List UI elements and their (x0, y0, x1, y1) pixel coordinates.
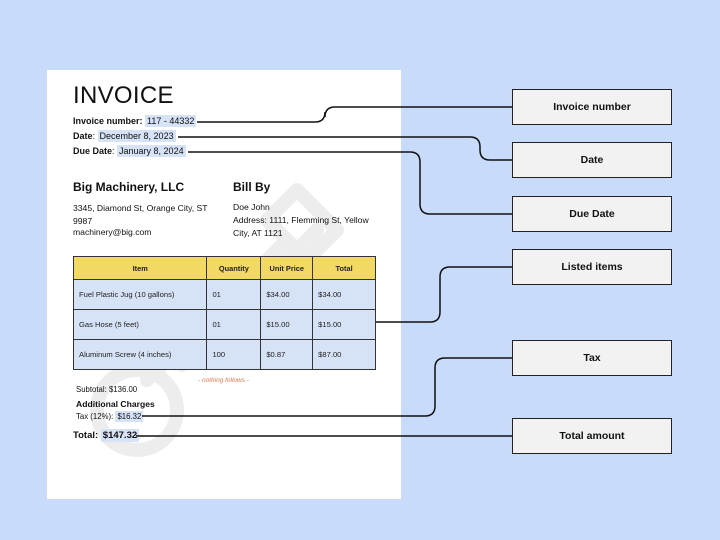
total-value: $147.32 (100, 429, 140, 442)
tax-label: Tax (12%): (76, 412, 114, 421)
due-date-row: Due Date: January 8, 2024 (73, 145, 186, 157)
cell-unit-price: $0.87 (260, 339, 314, 370)
bill-by-address: Address: 1111, Flemming St, Yellow City,… (233, 215, 369, 238)
date-label: Date (73, 131, 93, 141)
invoice-number-row: Invoice number: 117 - 44332 (73, 115, 197, 127)
callout-due-date: Due Date (512, 196, 672, 232)
table-row: Aluminum Screw (4 inches) 100 $0.87 $87.… (72, 339, 376, 370)
seller-email: machinery@big.com (73, 227, 152, 237)
due-date-value: January 8, 2024 (117, 145, 186, 157)
cell-item: Gas Hose (5 feet) (72, 309, 208, 340)
date-row: Date: December 8, 2023 (73, 130, 176, 142)
callout-date: Date (512, 142, 672, 178)
cell-total: $34.00 (312, 279, 376, 310)
invoice-number-label: Invoice number: (73, 116, 143, 126)
column-header-item: Item (72, 256, 208, 280)
column-header-unit-price: Unit Price (260, 256, 314, 280)
additional-charges-heading: Additional Charges (76, 399, 155, 409)
cell-item: Fuel Plastic Jug (10 gallons) (72, 279, 208, 310)
tax-value: $16.32 (115, 411, 144, 422)
due-date-label: Due Date (73, 146, 113, 156)
bill-by-title: Bill By (233, 180, 271, 194)
invoice-title: INVOICE (73, 82, 174, 109)
column-header-total: Total (312, 256, 376, 280)
seller-name: Big Machinery, LLC (73, 180, 185, 194)
subtotal: Subtotal: $136.00 (76, 385, 138, 394)
cell-quantity: 100 (206, 339, 262, 370)
cell-unit-price: $34.00 (260, 279, 314, 310)
date-value: December 8, 2023 (97, 130, 176, 142)
cell-quantity: 01 (206, 309, 262, 340)
invoice-document: INVOICE Invoice number: 117 - 44332 Date… (47, 70, 401, 499)
cell-total: $87.00 (312, 339, 376, 370)
callout-listed-items: Listed items (512, 249, 672, 285)
total-row: Total: $147.32 (73, 429, 140, 442)
cell-item: Aluminum Screw (4 inches) (72, 339, 208, 370)
callout-invoice-number: Invoice number (512, 89, 672, 125)
cell-unit-price: $15.00 (260, 309, 314, 340)
total-label: Total: (73, 430, 99, 441)
items-table: Item Quantity Unit Price Total Fuel Plas… (72, 256, 376, 370)
callout-total-amount: Total amount (512, 418, 672, 454)
cell-total: $15.00 (312, 309, 376, 340)
tax-row: Tax (12%): $16.32 (76, 411, 144, 422)
table-header-row: Item Quantity Unit Price Total (72, 256, 376, 280)
bill-by-name: Doe John (233, 202, 270, 212)
column-header-quantity: Quantity (206, 256, 262, 280)
table-row: Fuel Plastic Jug (10 gallons) 01 $34.00 … (72, 279, 376, 310)
invoice-number-value: 117 - 44332 (145, 115, 197, 127)
cell-quantity: 01 (206, 279, 262, 310)
nothing-follows-note: - nothing follows - (198, 377, 249, 384)
callout-tax: Tax (512, 340, 672, 376)
seller-address: 3345, Diamond St, Orange City, ST 9987 (73, 203, 208, 226)
table-row: Gas Hose (5 feet) 01 $15.00 $15.00 (72, 309, 376, 340)
